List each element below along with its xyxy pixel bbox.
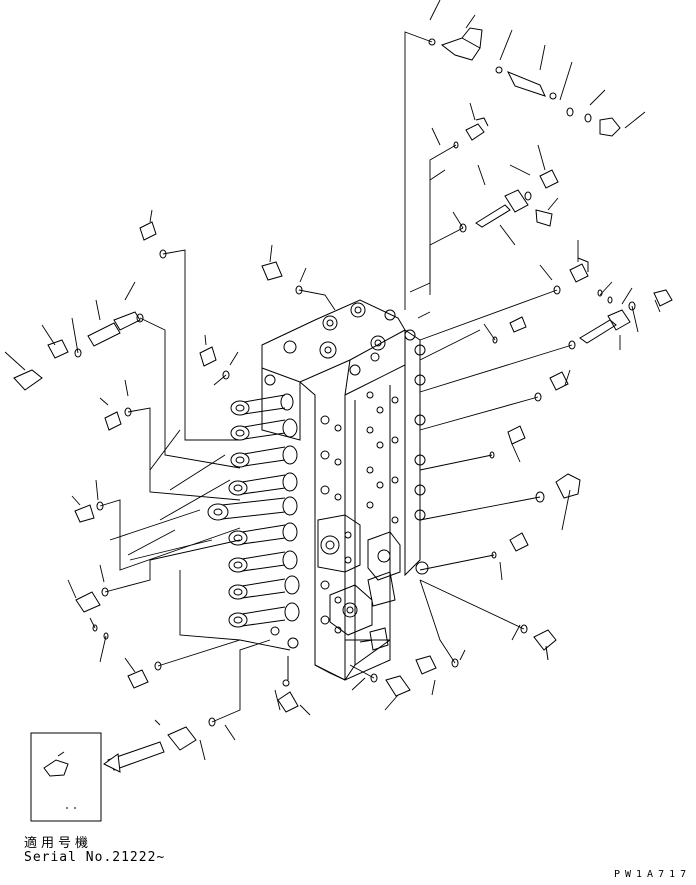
applicable-models-caption: 適用号機 — [24, 836, 93, 851]
drawing-code: PW1A717 — [614, 869, 692, 880]
control-valve-block — [261, 299, 429, 681]
inset-detail-box — [30, 732, 102, 822]
serial-number-caption: Serial No.21222~ — [24, 850, 166, 865]
inset-arrow — [103, 741, 165, 773]
fittings — [13, 27, 673, 751]
leader-lines — [4, 0, 661, 761]
spool-cap-stack — [207, 393, 300, 649]
